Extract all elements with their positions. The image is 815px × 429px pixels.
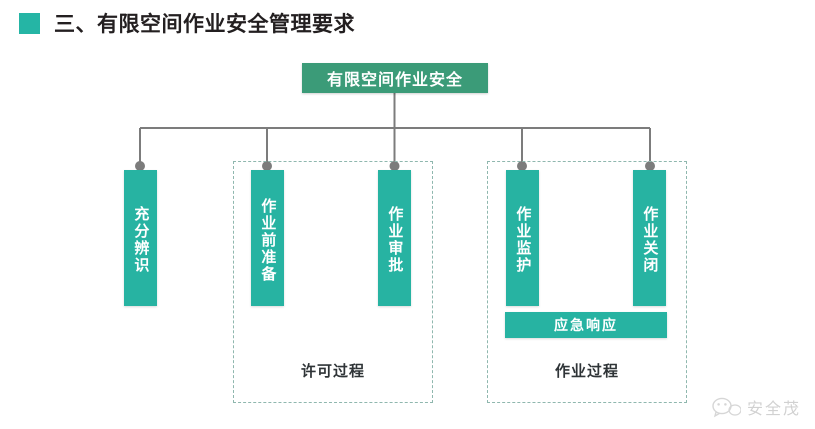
root-node-workplace-safety[interactable]: 有限空间作业安全 — [302, 63, 488, 93]
group-work-process — [487, 161, 687, 403]
node-work-approval[interactable]: 作业审批 — [378, 170, 411, 306]
node-emergency-response[interactable]: 应急响应 — [505, 312, 667, 338]
header-bullet-marker — [19, 12, 40, 34]
node-work-closure[interactable]: 作业关闭 — [633, 170, 666, 306]
node-pre-work-preparation[interactable]: 作业前准备 — [251, 170, 284, 306]
watermark-text: 安全茂 — [746, 399, 801, 418]
group-label-work-process: 作业过程 — [554, 363, 619, 380]
group-label-permit-process: 许可过程 — [300, 363, 365, 380]
node-identification[interactable]: 充分辨识 — [124, 170, 157, 306]
wechat-ghost-icon — [712, 397, 741, 418]
connector-lines — [135, 93, 655, 171]
page-title: 三、有限空间作业安全管理要求 — [54, 13, 355, 36]
watermark: 安全茂 — [711, 395, 801, 419]
group-permit-process — [233, 161, 433, 403]
org-chart-diagram: 有限空间作业安全 充分辨识 作业前准备 作业审批 许可过程 作业监护 作业关闭 … — [0, 46, 815, 429]
page-header: 三、有限空间作业安全管理要求 — [0, 0, 815, 46]
node-work-supervision[interactable]: 作业监护 — [506, 170, 539, 306]
